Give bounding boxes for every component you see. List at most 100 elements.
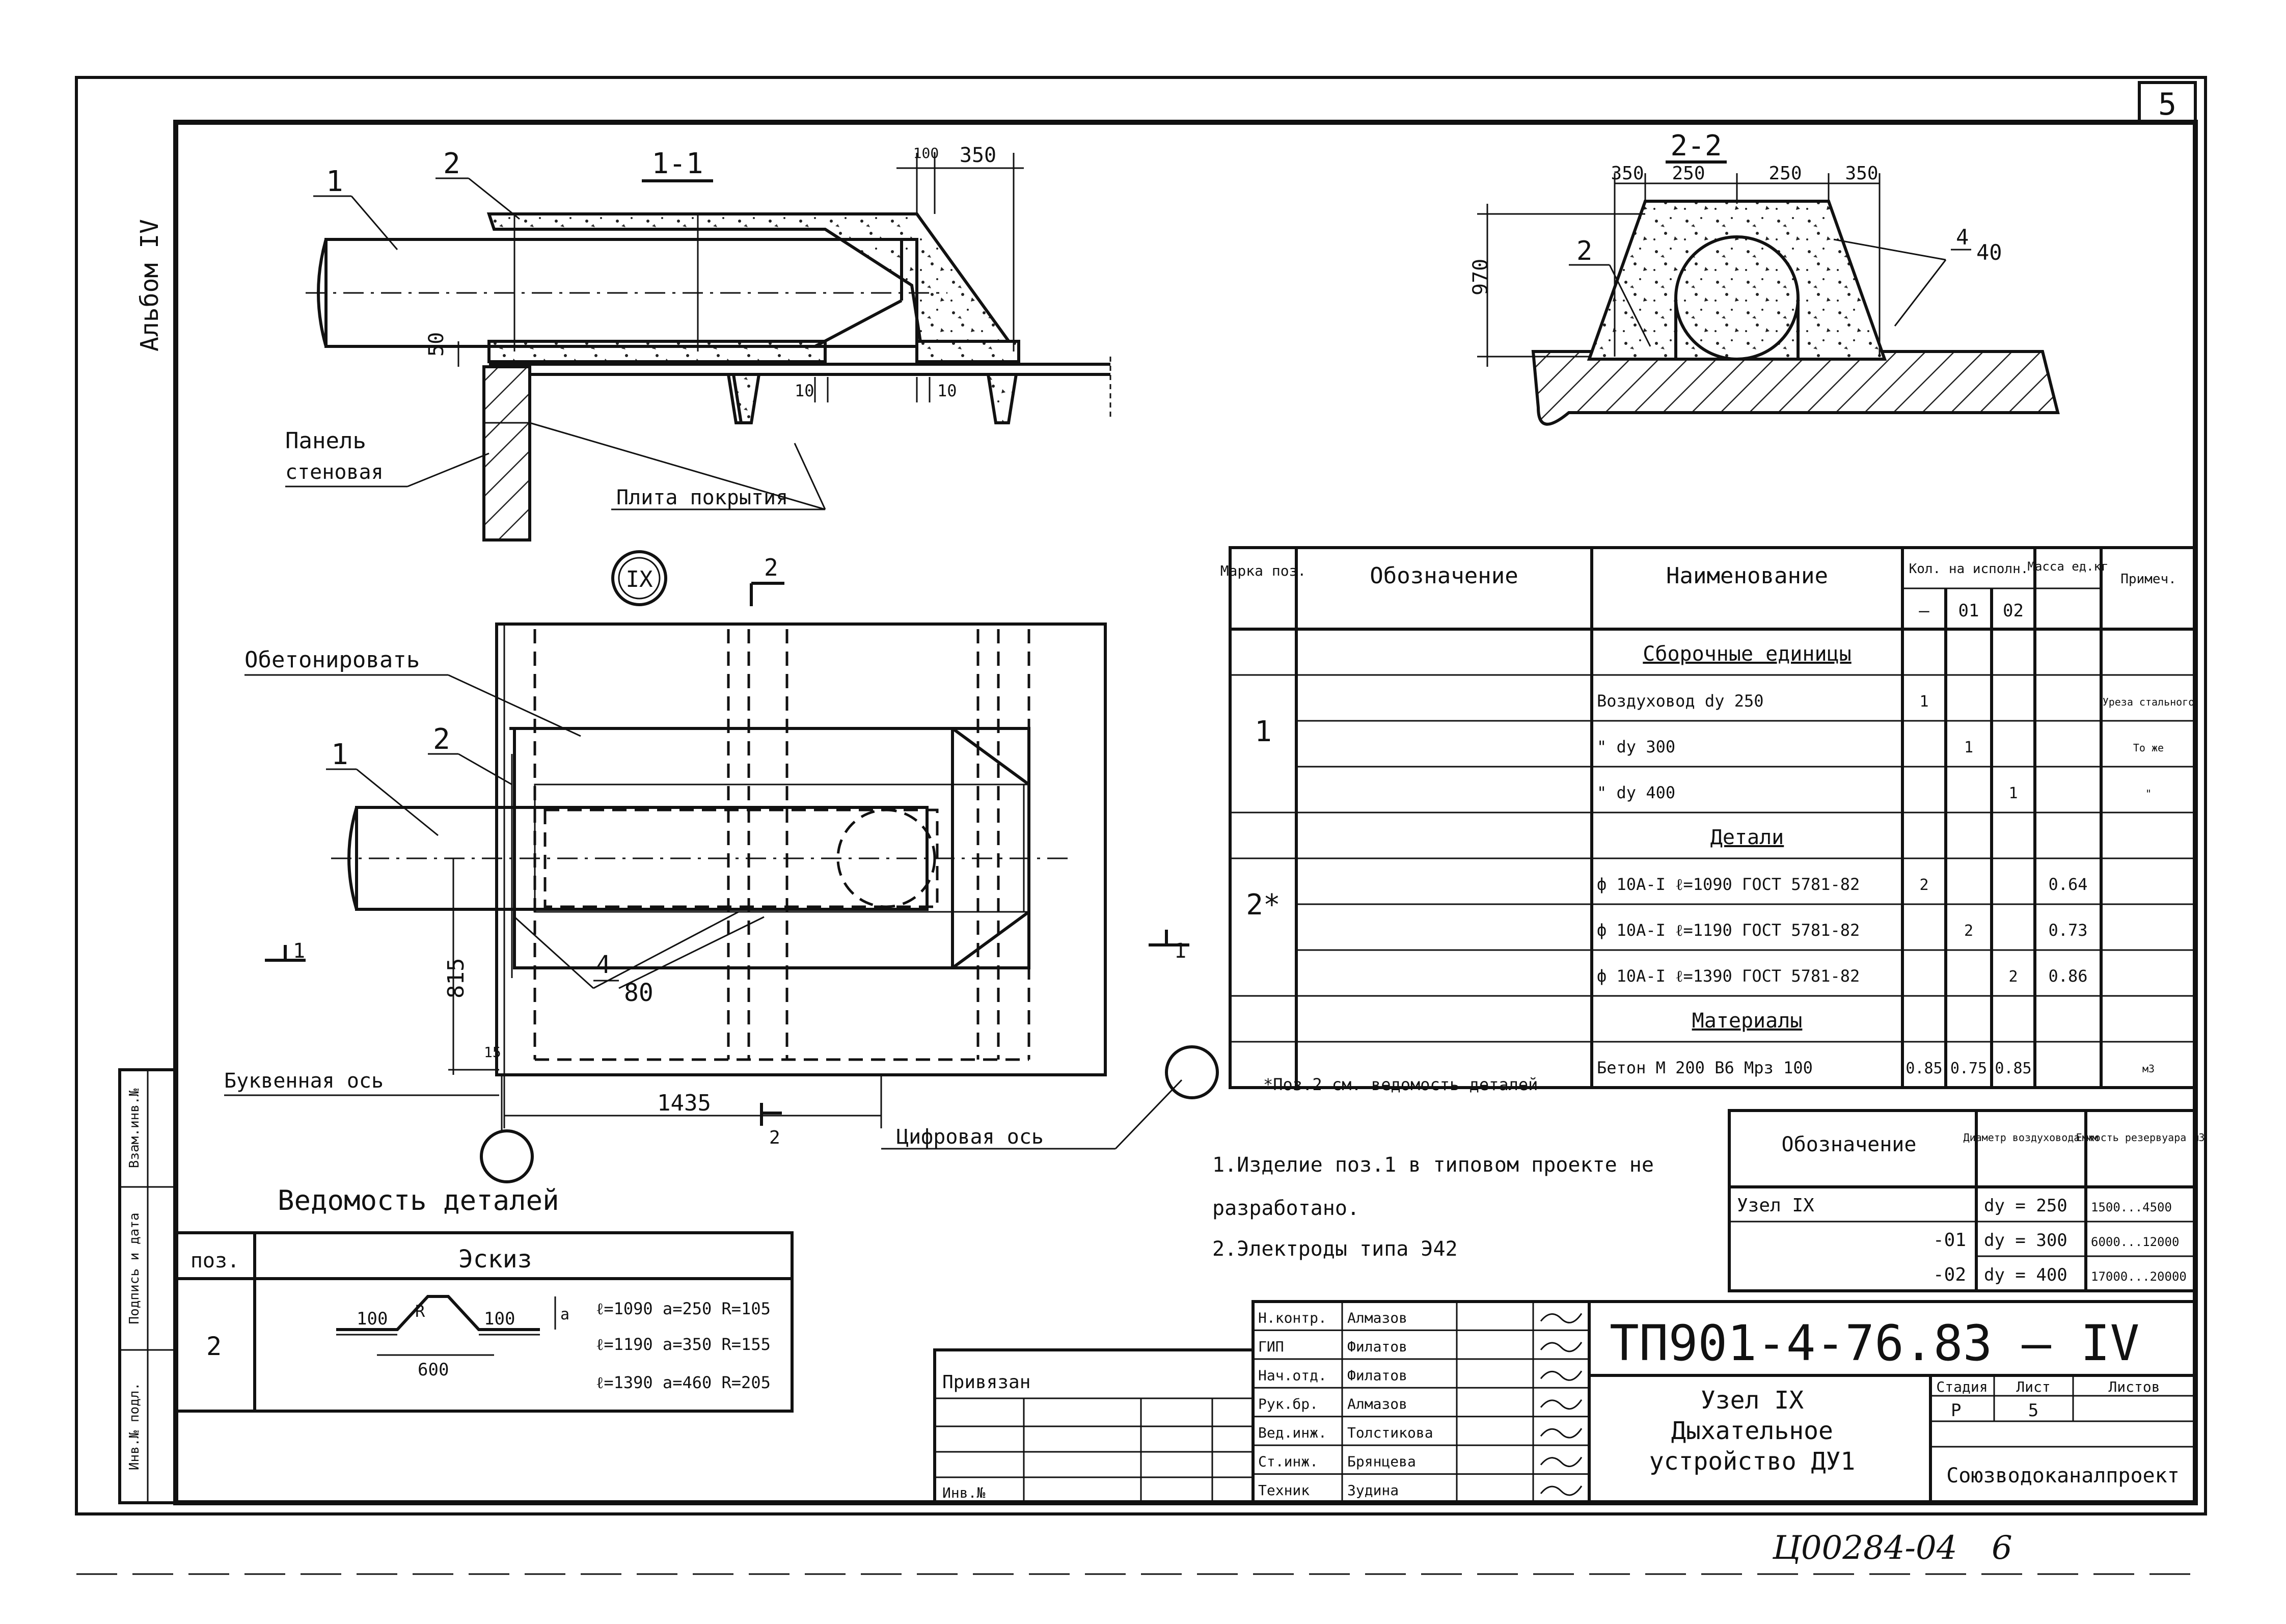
title-name: Филатов [1347,1338,1407,1355]
spec-footnote: *Поз.2 см. ведомость деталей [1263,1075,1538,1094]
svg-text:Цифровая ось: Цифровая ось [896,1125,1044,1149]
svg-text:Узел IX: Узел IX [1701,1386,1804,1415]
title-role: Рук.бр. [1258,1396,1318,1413]
svg-text:устройство ДУ1: устройство ДУ1 [1649,1447,1856,1476]
svg-text:стеновая: стеновая [285,461,384,484]
variants-header: Емкость резервуара м3 [2076,1131,2205,1144]
title-role: Техник [1258,1482,1310,1499]
variants-row-diameter: dу = 250 [1984,1196,2067,1216]
variants-row-designation: Узел IX [1737,1195,1814,1216]
svg-text:2: 2 [433,723,450,756]
svg-text:50: 50 [425,332,448,357]
variants-row-diameter: dу = 400 [1984,1265,2067,1285]
svg-text:1: 1 [1174,939,1186,963]
spec-row-mass: 0.73 [2048,921,2087,940]
svg-text:Эскиз: Эскиз [458,1245,532,1274]
spec-row-note: То же [2133,742,2164,754]
svg-text:350: 350 [960,144,996,167]
svg-text:5: 5 [2028,1400,2038,1421]
title-role: Нач.отд. [1258,1367,1327,1384]
svg-text:10: 10 [937,381,957,400]
section-1-1-title: 1-1 [651,147,703,180]
variants-header: Диаметр воздуховода мм [1964,1131,2099,1144]
svg-text:100: 100 [484,1309,515,1329]
spec-row-qty: 0.85 [1906,1060,1942,1077]
spec-header-qty: Кол. на исполн. [1909,561,2029,577]
svg-text:1.Изделие поз.1 в типовом прое: 1.Изделие поз.1 в типовом проекте не [1212,1153,1654,1177]
svg-text:Союзводоканалпроект: Союзводоканалпроект [1946,1464,2180,1487]
signature [1540,1370,1583,1381]
title-name: Зудина [1347,1482,1399,1499]
svg-text:Привязан: Привязан [942,1372,1030,1393]
title-name: Толстикова [1347,1424,1433,1441]
sheet-number-box [2138,81,2197,124]
spec-header-name: Наименование [1666,563,1828,589]
spec-row-name: ф 10А-I ℓ=1190 ГОСТ 5781-82 [1597,921,1860,940]
title-name: Алмазов [1347,1396,1407,1413]
svg-text:970: 970 [1469,259,1492,295]
svg-text:350: 350 [1611,163,1644,184]
spec-row-name: Материалы [1692,1009,1803,1033]
spec-row-name: Детали [1710,826,1784,849]
spec-row-qty: 1 [2008,784,2018,802]
spec-row-qty: 0.85 [1995,1060,2031,1077]
spec-row-note: " [2145,788,2152,800]
spec-row-name: " dу 300 [1597,737,1675,756]
signature [1540,1399,1583,1410]
spec-row-name: Бетон М 200 В6 Мрз 100 [1597,1058,1813,1077]
spec-row-qty: 2 [1919,876,1928,894]
node-mark: IX [626,566,653,592]
svg-text:4: 4 [596,951,611,979]
spec-row-name: Сборочные единицы [1643,642,1851,666]
svg-text:1: 1 [326,165,343,198]
svg-text:600: 600 [418,1360,449,1380]
svg-text:Обетонировать: Обетонировать [244,647,420,673]
variants-row-diameter: dу = 300 [1984,1230,2067,1251]
signature [1540,1313,1583,1323]
svg-text:350: 350 [1845,163,1878,184]
spec-row-mass: 0.64 [2048,875,2087,894]
svg-text:2: 2 [443,147,460,180]
spec-header-mark: Марка поз. [1220,562,1307,579]
svg-text:Инв.№: Инв.№ [942,1484,985,1501]
svg-text:а: а [560,1306,569,1323]
spec-header-qty-col: 01 [1958,601,1979,621]
spec-row-name: Воздуховод dу 250 [1597,691,1764,711]
spec-row-qty: 2 [1964,922,1973,940]
spec-row-qty: 1 [1919,693,1928,711]
spec-row-qty: 0.75 [1950,1060,1987,1077]
svg-text:815: 815 [443,958,469,998]
svg-text:1: 1 [293,939,305,963]
svg-text:Стадия: Стадия [1936,1378,1988,1395]
spec-row-mass: 0.86 [2048,966,2087,986]
spec-row-note: Уреза стального [2103,696,2195,708]
svg-text:Дыхательное: Дыхательное [1671,1417,1833,1445]
sheet-number: 5 [2158,87,2176,122]
svg-text:Подпись и дата: Подпись и дата [127,1212,142,1324]
svg-text:R: R [415,1302,425,1321]
project-code: ТП901-4-76.83 – IV [1610,1315,2139,1372]
svg-text:Лист: Лист [2016,1378,2050,1395]
details-title: Ведомость деталей [278,1184,559,1216]
variants-row-designation: -01 [1933,1230,1966,1251]
title-role: Ст.инж. [1258,1453,1318,1470]
title-name: Филатов [1347,1367,1407,1384]
svg-text:Инв.№ подл.: Инв.№ подл. [127,1383,142,1470]
spec-row-note: м3 [2142,1063,2155,1075]
section-2-2-title: 2-2 [1670,129,1722,163]
variants-row-capacity: 6000...12000 [2091,1235,2179,1249]
title-role: Н.контр. [1258,1309,1327,1326]
section-2-2: 2-2 350 250 250 350 970 2 4 40 [1469,129,2060,426]
svg-text:2.Электроды типа Э42: 2.Электроды типа Э42 [1212,1237,1458,1261]
bottom-stamp: Ц00284-04 [1772,1529,1957,1567]
variants-row-capacity: 17000...20000 [2091,1269,2187,1284]
svg-text:Плита покрытия: Плита покрытия [616,486,788,509]
svg-text:4: 4 [1956,225,1969,250]
svg-text:поз.: поз. [190,1249,239,1273]
svg-text:250: 250 [1672,163,1705,184]
svg-text:Взам.инв.№: Взам.инв.№ [127,1088,142,1168]
variants-row-capacity: 1500...4500 [2091,1200,2172,1214]
